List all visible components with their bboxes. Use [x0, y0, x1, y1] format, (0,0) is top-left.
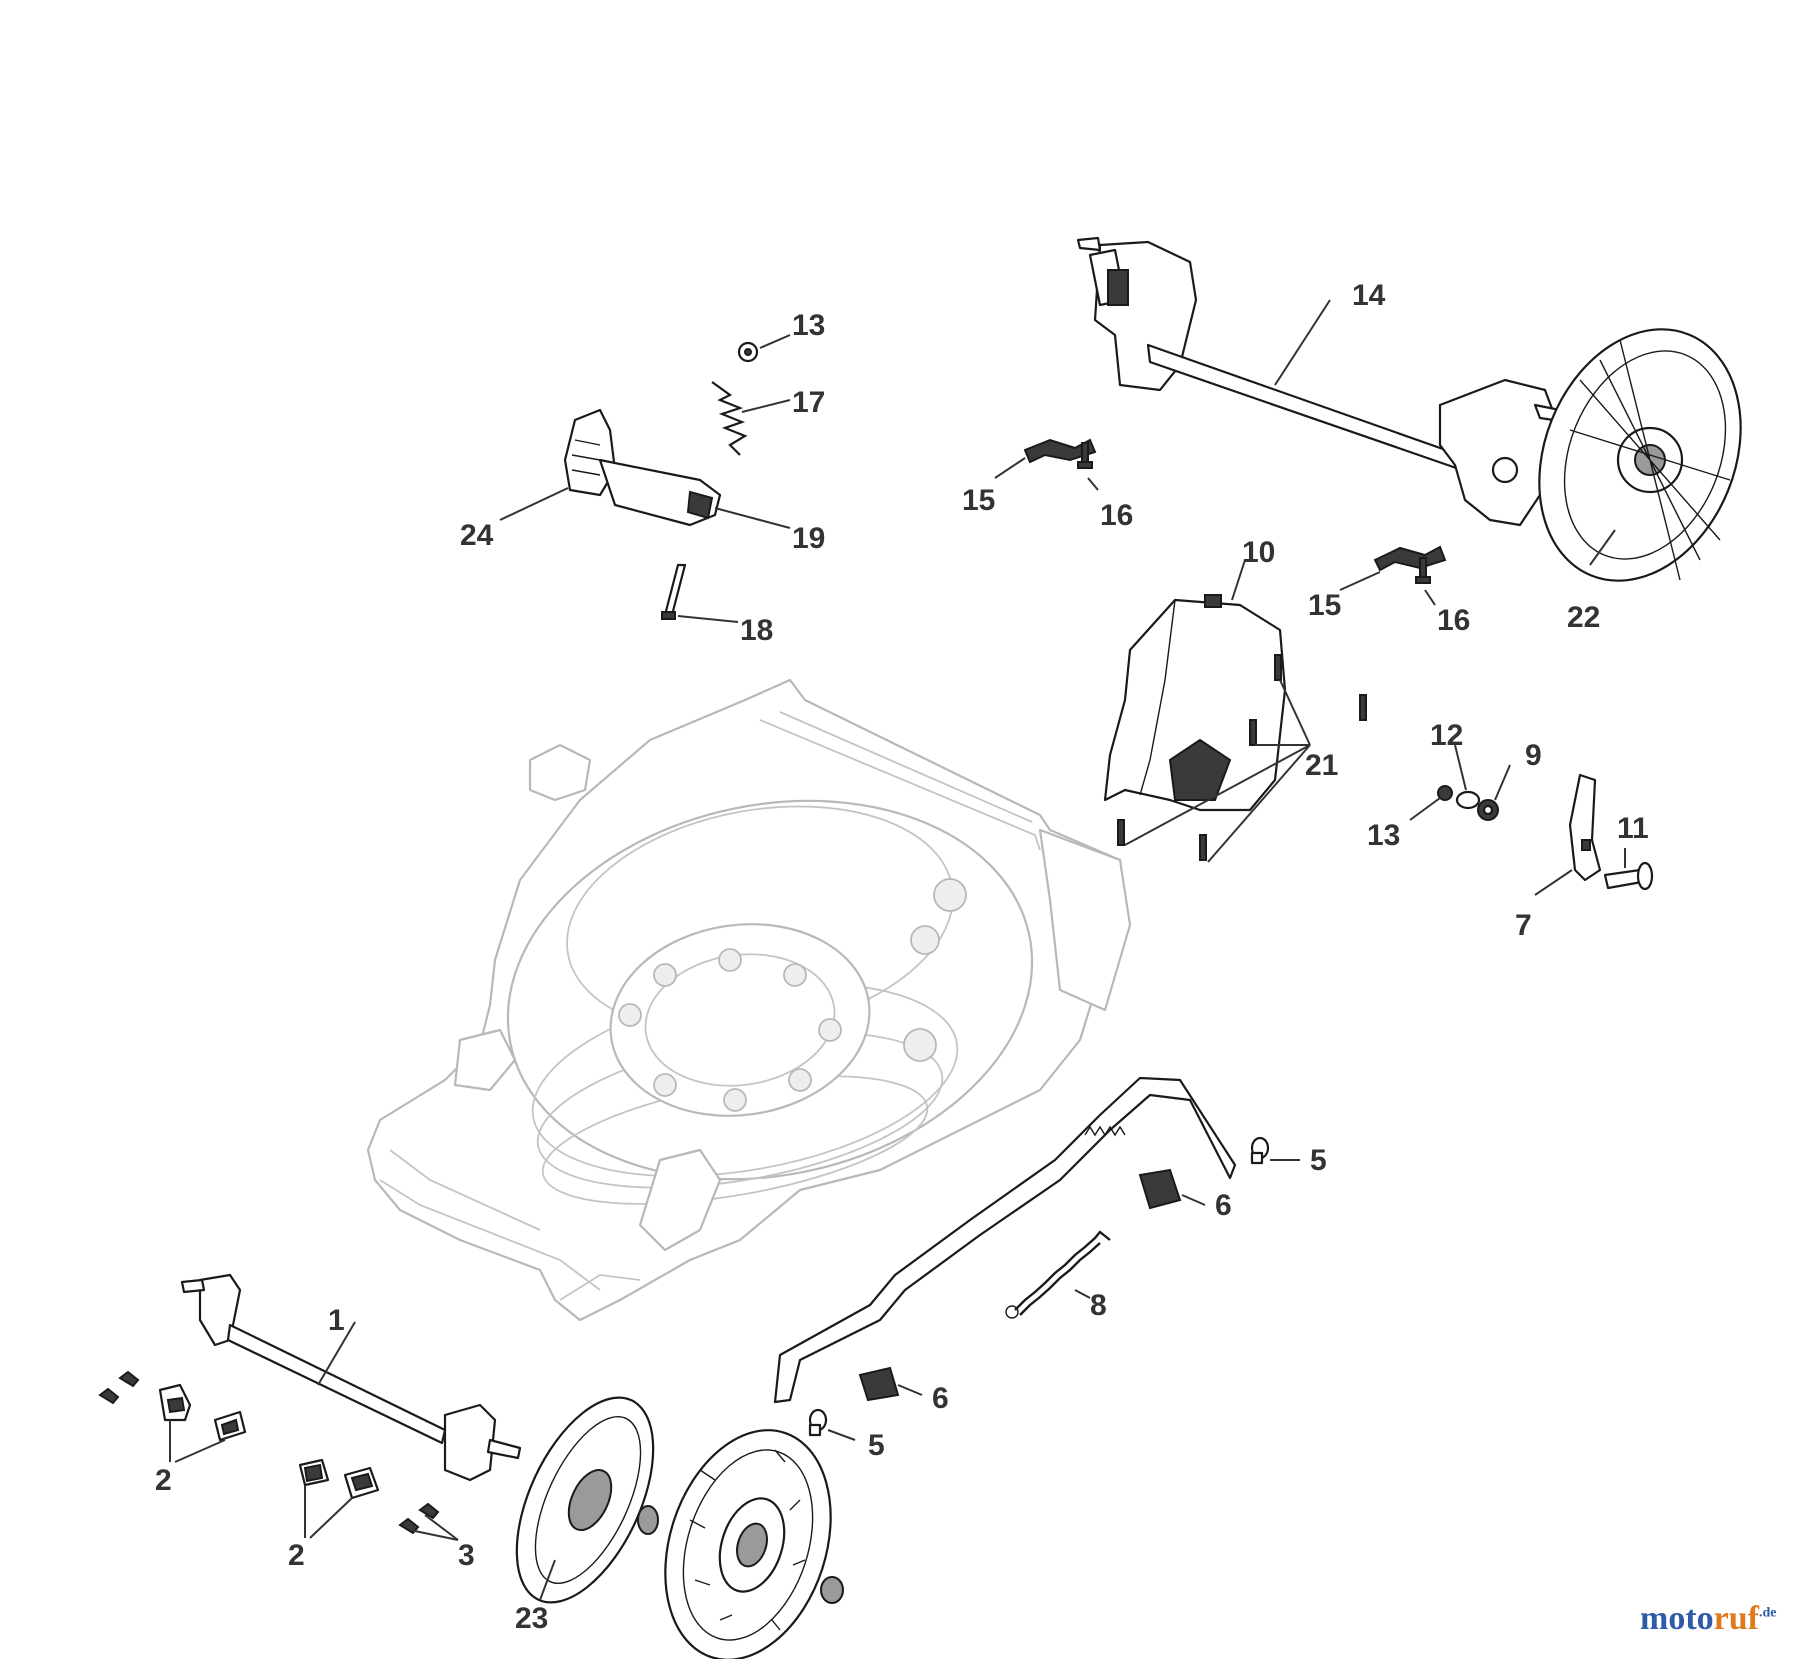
label-5-b: 5 [868, 1429, 885, 1462]
screw-part-16-a [1077, 442, 1093, 469]
label-13: 13 [792, 309, 825, 342]
adjust-rod [773, 1076, 1237, 1404]
label-2-b: 2 [288, 1539, 305, 1572]
label-6-a: 6 [1215, 1189, 1232, 1222]
label-6-b: 6 [932, 1382, 949, 1415]
label-7: 7 [1515, 909, 1532, 942]
washer-part-12 [1455, 790, 1481, 810]
wheel-cover-part-22 [1538, 328, 1742, 582]
watermark-part1: moto [1640, 1600, 1714, 1637]
label-17: 17 [792, 386, 825, 419]
label-1: 1 [328, 1304, 345, 1337]
nut-part-13-b [1437, 785, 1453, 801]
label-3: 3 [458, 1539, 475, 1572]
label-15-b: 15 [1308, 589, 1341, 622]
bearing-b [820, 1576, 844, 1604]
nut-part-13 [737, 341, 759, 363]
label-10: 10 [1242, 536, 1275, 569]
pin-part-18 [661, 563, 687, 620]
bracket-part-7 [1568, 773, 1602, 882]
label-16-b: 16 [1437, 604, 1470, 637]
label-11: 11 [1617, 812, 1649, 845]
bearing-a [637, 1505, 659, 1535]
label-18: 18 [740, 614, 773, 647]
spring-part-17 [711, 381, 748, 456]
clips-part-2-a [158, 1383, 247, 1442]
callout-labels: 13 17 24 19 18 14 15 16 10 15 16 22 21 1… [155, 279, 1649, 1635]
label-15-a: 15 [962, 484, 995, 517]
label-23: 23 [515, 1602, 548, 1635]
label-24: 24 [460, 519, 494, 552]
label-16-a: 16 [1100, 499, 1133, 532]
watermark-tld: .de [1758, 1605, 1777, 1621]
mower-deck [366, 678, 1132, 1322]
label-12: 12 [1430, 719, 1463, 752]
screw-part-16-b [1415, 557, 1431, 584]
rear-axle-part-14 [1076, 236, 1589, 527]
leader-lines [169, 299, 1626, 1601]
clips-part-2-b [298, 1458, 380, 1500]
label-2-a: 2 [155, 1464, 172, 1497]
motoruf-watermark: motoruf.de [1640, 1600, 1776, 1638]
clip-part-15-a [1023, 438, 1097, 464]
label-14: 14 [1352, 279, 1386, 312]
label-22: 22 [1567, 601, 1600, 634]
slider-part-6-b [858, 1366, 900, 1402]
slider-part-6-a [1138, 1168, 1182, 1210]
shield-part-10 [1103, 594, 1287, 812]
label-21: 21 [1305, 749, 1338, 782]
spring-part-8 [1005, 1230, 1111, 1319]
screw-part-5-a [1250, 1136, 1270, 1165]
label-5-a: 5 [1310, 1144, 1327, 1177]
hub-part-23 [515, 1396, 655, 1604]
front-wheel [664, 1429, 832, 1659]
height-lever-part-24-19 [563, 408, 722, 527]
label-9: 9 [1525, 739, 1542, 772]
clip-part-15-b [1373, 545, 1447, 572]
watermark-part2: ruf [1713, 1600, 1759, 1637]
screws-part-21 [1117, 654, 1367, 861]
label-19: 19 [792, 522, 825, 555]
label-13-b: 13 [1367, 819, 1400, 852]
screws-part-3 [98, 1370, 440, 1535]
front-axle-part-1 [180, 1273, 522, 1482]
label-8: 8 [1090, 1289, 1107, 1322]
nut-part-9 [1477, 799, 1499, 821]
screw-part-5-b [808, 1408, 828, 1437]
pin-part-11 [1603, 861, 1654, 891]
